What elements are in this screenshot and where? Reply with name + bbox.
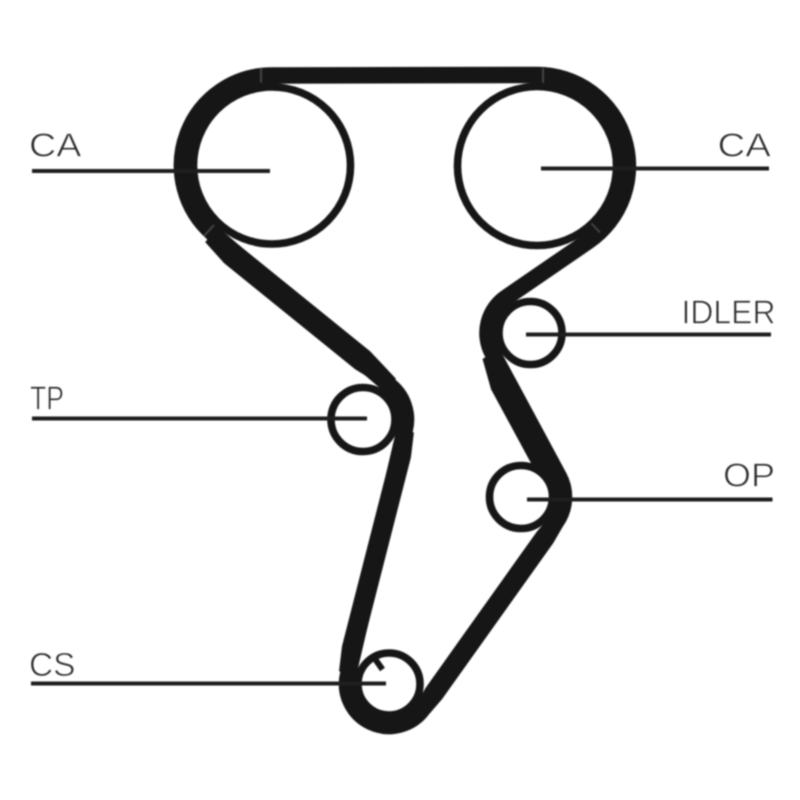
svg-text:CA: CA [718, 127, 772, 164]
svg-text:CA: CA [29, 127, 82, 164]
svg-text:OP: OP [723, 457, 775, 494]
svg-text:IDLER: IDLER [682, 294, 776, 331]
svg-text:TP: TP [30, 380, 64, 417]
svg-text:CS: CS [29, 646, 76, 683]
